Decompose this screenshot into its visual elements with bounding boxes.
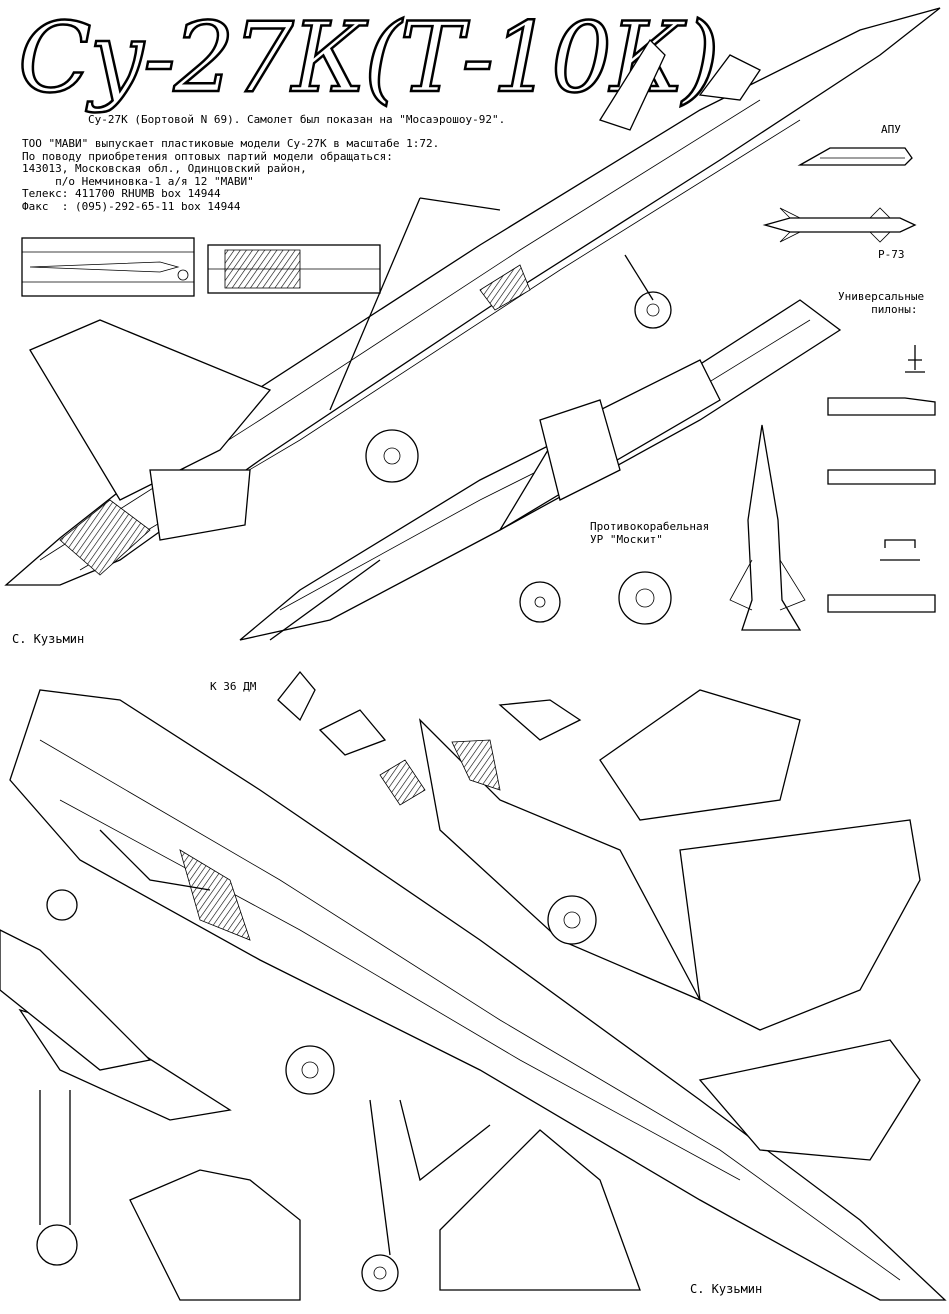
info-line: 143013, Московская обл., Одинцовский рай… (22, 162, 307, 175)
moskit-label: Противокорабельная УР "Москит" (590, 520, 710, 546)
r73-missile-drawing (762, 207, 917, 243)
r73-label: Р-73 (878, 248, 905, 261)
info-line: п/о Немчиновка-1 а/я 12 "МАВИ" (22, 174, 254, 188)
info-line: По поводу приобретения оптовых партий мо… (22, 149, 393, 163)
info-line: Факс : (095)-292-65-11 box 14944 (22, 199, 241, 213)
aircraft-bottom-view (0, 689, 947, 1301)
subtitle: Су-27К (Бортовой N 69). Самолет был пока… (88, 113, 506, 126)
fuselage-section-sketch-right (207, 244, 381, 294)
aircraft-side-view (239, 299, 842, 641)
page-title: Су-27К(Т-10К) (17, 2, 721, 114)
publisher-info: ТОО "МАВИ" выпускает пластиковые модели … (22, 137, 440, 213)
ejection-seat-drawing (277, 670, 582, 806)
apu-label: АПУ (881, 123, 901, 136)
seat-label: К 36 ДМ (210, 680, 257, 693)
aircraft-top-view (4, 7, 941, 586)
apu-launcher-drawing (797, 147, 913, 166)
pylons-label: Универсальные пилоны: (838, 290, 925, 316)
signature-bottom: С. Кузьмин (690, 1282, 763, 1296)
fuselage-section-sketch-left (21, 237, 195, 297)
signature-top: С. Кузьмин (12, 632, 85, 646)
info-line: Телекс: 411700 RHUMB box 14944 (22, 187, 221, 200)
moskit-missile-drawing (519, 424, 806, 631)
info-line: ТОО "МАВИ" выпускает пластиковые модели … (22, 137, 440, 150)
pylon-drawings (827, 345, 936, 613)
